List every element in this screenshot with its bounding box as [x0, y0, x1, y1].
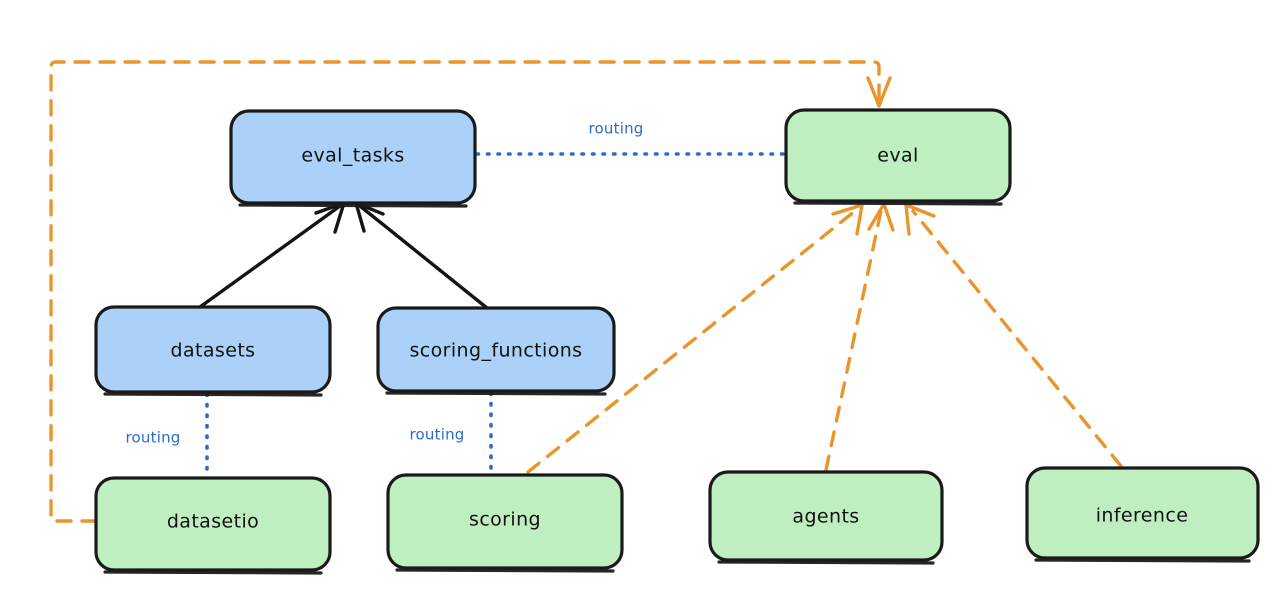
node-scoring_functions[interactable]: scoring_functions	[376, 306, 616, 396]
node-datasetio-shape[interactable]	[94, 476, 332, 572]
edge-agents-to-eval[interactable]	[824, 202, 895, 472]
node-inference-shape[interactable]	[1025, 466, 1260, 560]
node-scoring-label: scoring	[469, 509, 541, 531]
node-datasets-shape[interactable]	[94, 305, 332, 394]
edge-group-dotted-routing	[205, 152, 786, 478]
node-inference-label: inference	[1096, 505, 1189, 527]
node-eval_tasks-label: eval_tasks	[301, 145, 404, 167]
edge-datasetio-to-eval[interactable]	[49, 60, 892, 523]
edge-label-group: routing routing routing	[126, 120, 644, 447]
edge-group-dashed-dependencies	[49, 60, 1123, 523]
node-datasetio[interactable]: datasetio	[94, 476, 332, 575]
edge-label-routing-datasets: routing	[126, 429, 181, 447]
node-agents-label: agents	[792, 506, 859, 528]
node-inference[interactable]: inference	[1025, 466, 1260, 563]
edge-label-routing-scoring-functions: routing	[410, 426, 465, 444]
node-scoring_functions-shape[interactable]	[376, 306, 616, 393]
edge-scoring-functions-to-eval-tasks[interactable]	[354, 201, 489, 310]
node-scoring_functions-label: scoring_functions	[410, 340, 583, 362]
node-scoring-shape[interactable]	[386, 473, 624, 570]
node-agents[interactable]: agents	[708, 470, 944, 565]
node-eval_tasks[interactable]: eval_tasks	[229, 109, 477, 208]
edge-scoring-to-eval[interactable]	[526, 203, 864, 474]
node-eval_tasks-shape[interactable]	[229, 109, 477, 205]
node-datasetio-label: datasetio	[167, 511, 259, 533]
node-agents-shape[interactable]	[708, 470, 944, 562]
node-datasets-label: datasets	[171, 340, 256, 362]
node-eval-label: eval	[877, 145, 918, 167]
node-eval-shape[interactable]	[784, 108, 1012, 203]
edge-datasets-to-eval-tasks[interactable]	[198, 201, 346, 309]
edge-label-routing-eval-tasks: routing	[589, 120, 644, 138]
node-eval[interactable]: eval	[784, 108, 1012, 206]
edge-group-solid	[198, 201, 489, 310]
node-scoring[interactable]: scoring	[386, 473, 624, 573]
edge-inference-to-eval[interactable]	[904, 203, 1123, 468]
node-datasets[interactable]: datasets	[94, 305, 332, 397]
